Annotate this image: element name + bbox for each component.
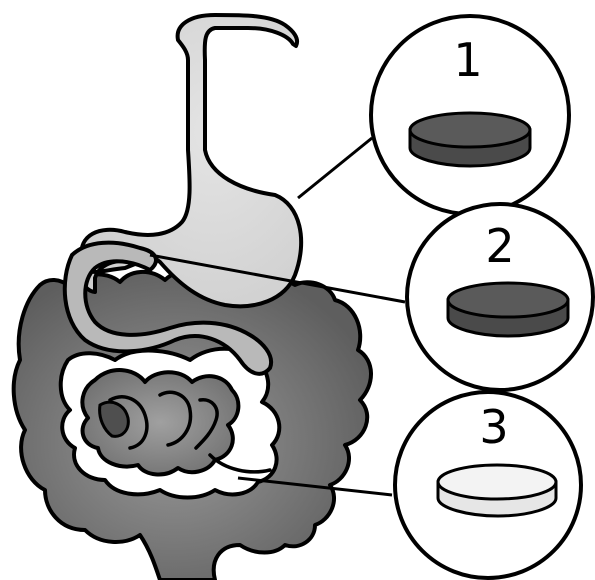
tablet-dark-2 [448, 283, 568, 336]
tablet-callout-3: 3 [395, 392, 581, 578]
callout-label-3: 3 [479, 400, 508, 454]
tablet-callout-1: 1 [371, 16, 569, 214]
connector-line-1 [298, 138, 372, 198]
tablet-dark-1 [410, 113, 530, 166]
tablet-callout-2: 2 [407, 204, 593, 390]
callout-label-1: 1 [453, 33, 482, 87]
tablet-light-3 [438, 465, 556, 516]
callout-label-2: 2 [485, 219, 514, 273]
